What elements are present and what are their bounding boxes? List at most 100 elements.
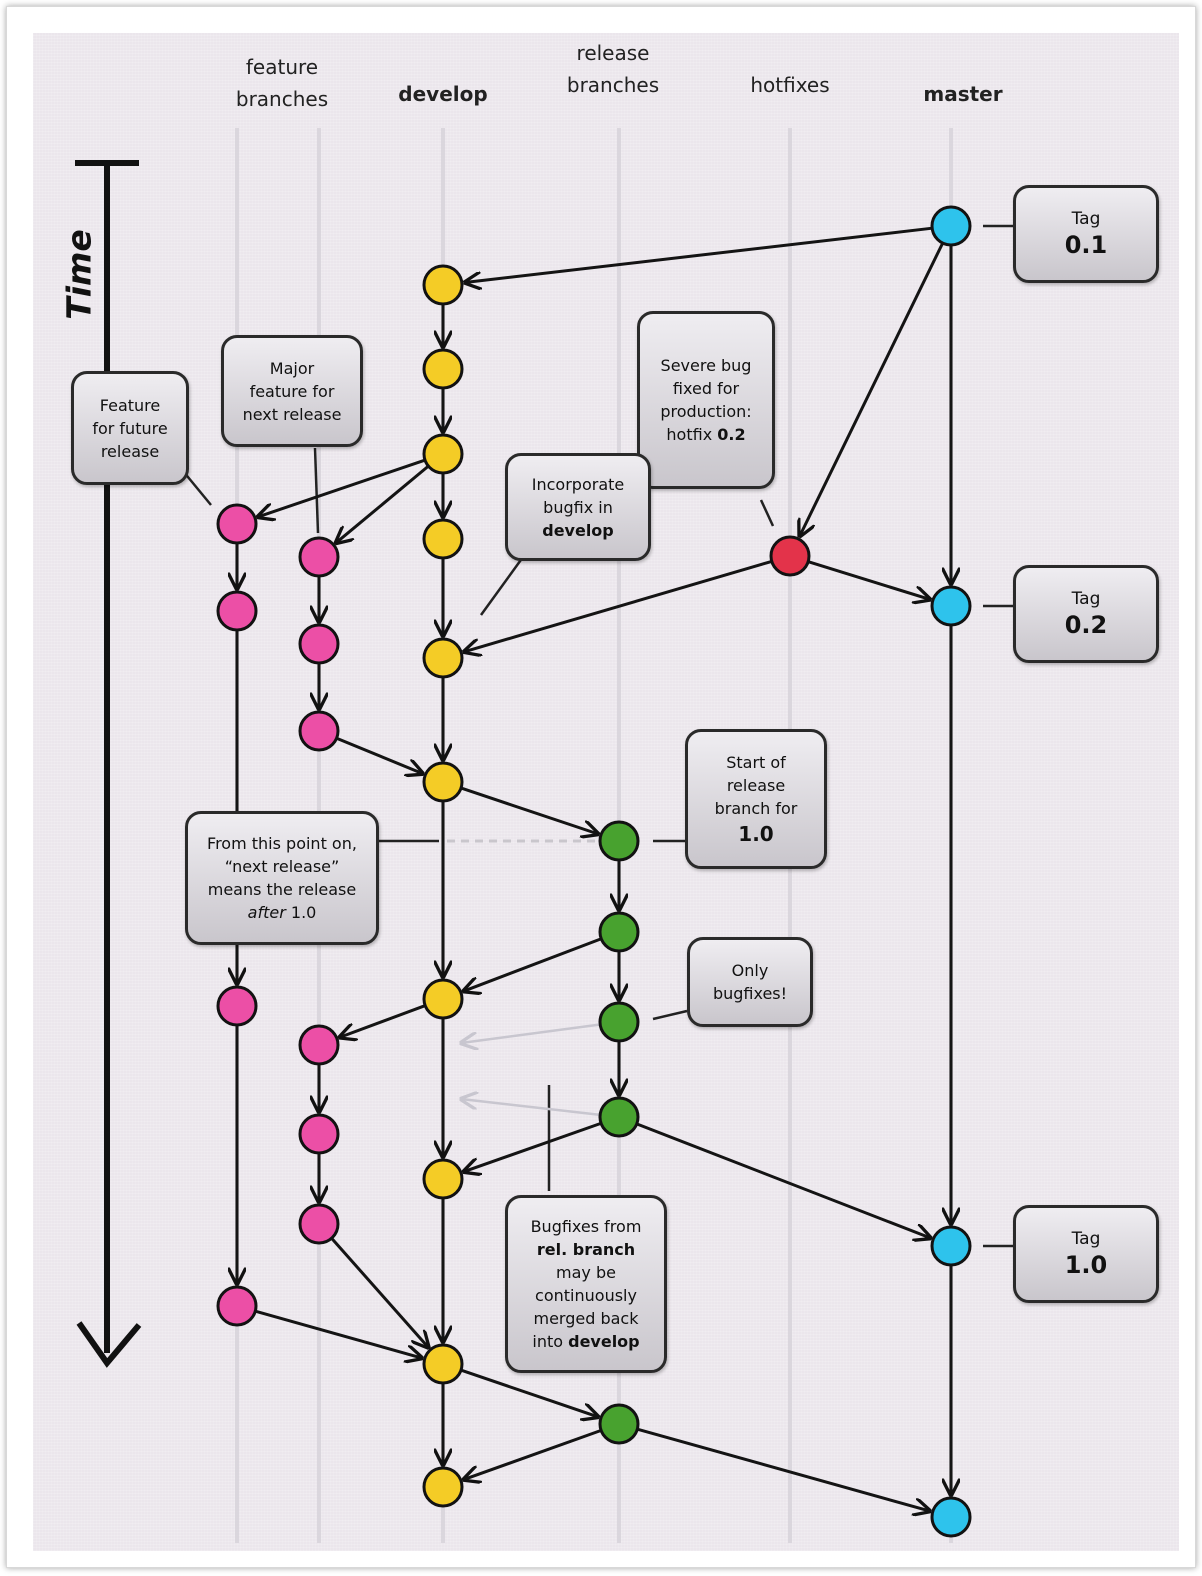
feature-commit bbox=[216, 503, 258, 545]
callout-major-feature-line-1: Major bbox=[269, 358, 315, 378]
time-axis-label: Time bbox=[59, 229, 99, 320]
feature-commit bbox=[216, 1285, 258, 1327]
callout-severe-bug: Severe bug fixed for production: hotfix … bbox=[637, 311, 775, 489]
callout-only-bugfixes-line-1: Only bbox=[731, 961, 769, 980]
lane-label-hotfixes: hotfixes bbox=[750, 73, 830, 97]
master-commit bbox=[930, 1496, 972, 1538]
feature-commit bbox=[298, 1113, 340, 1155]
callout-bugfixes-rel-line-1: Bugfixes from bbox=[530, 1217, 642, 1236]
callout-bugfixes-from-release: Bugfixes from rel. branch may be continu… bbox=[505, 1195, 667, 1373]
tag-0-2-caption: Tag bbox=[1071, 589, 1101, 609]
feature-commit bbox=[298, 623, 340, 665]
develop-commit bbox=[422, 1466, 464, 1508]
feature-commit bbox=[216, 590, 258, 632]
callout-next-release-line-2: “next release” bbox=[224, 857, 340, 876]
feature-commit bbox=[216, 985, 258, 1027]
callout-bugfixes-rel-develop: develop bbox=[568, 1332, 640, 1351]
develop-commit bbox=[422, 348, 464, 390]
lane-label-feature-branches: feature branches bbox=[235, 55, 329, 111]
tag-1-0-callout: Tag 1.0 bbox=[1013, 1205, 1159, 1303]
commit-edge-r5-d10 bbox=[464, 1429, 601, 1480]
callout-bugfixes-rel-into: into bbox=[532, 1332, 569, 1351]
time-axis-arrowhead bbox=[76, 1321, 142, 1368]
release-commit bbox=[598, 820, 640, 862]
feature-commit bbox=[298, 1203, 340, 1245]
lane-label-master: master bbox=[923, 82, 1003, 106]
diagram-canvas: feature branches develop release branche… bbox=[33, 33, 1179, 1551]
commit-edge-m1-h1 bbox=[800, 243, 944, 536]
callout-feature-future-line-3: release bbox=[100, 441, 160, 461]
callout-feature-future-release: Feature for future release bbox=[71, 371, 189, 485]
faint-merge-edge bbox=[461, 1023, 600, 1043]
release-commit bbox=[598, 1001, 640, 1043]
callout-incorporate-line-2: bugfix in bbox=[543, 497, 613, 517]
callout-next-release-version: 1.0 bbox=[285, 903, 317, 922]
commit-edge-d6-r1 bbox=[461, 786, 598, 834]
git-flow-diagram bbox=[75, 128, 1013, 1543]
master-commit bbox=[930, 1225, 972, 1267]
release-commit bbox=[598, 1096, 640, 1138]
lane-label-release-branches: release branches bbox=[566, 41, 660, 97]
develop-commit bbox=[422, 978, 464, 1020]
develop-commit bbox=[422, 433, 464, 475]
tag-0-1-version: 0.1 bbox=[1064, 231, 1108, 259]
commit-edge-h1-m2 bbox=[808, 560, 930, 600]
callout-feature-future-line-2: for future bbox=[92, 418, 168, 438]
time-axis bbox=[75, 160, 142, 1368]
tag-0-1-callout: Tag 0.1 bbox=[1013, 185, 1159, 283]
callout-major-feature-line-2: feature for bbox=[249, 381, 335, 401]
callout-next-release-line-4: after 1.0 bbox=[248, 901, 317, 924]
master-commit bbox=[930, 205, 972, 247]
commit-edge-d9-r5 bbox=[461, 1369, 598, 1416]
callout-start-release-line-1: Start of bbox=[726, 752, 786, 772]
tag-0-2-version: 0.2 bbox=[1064, 611, 1108, 639]
tag-0-1-caption: Tag bbox=[1071, 209, 1101, 229]
callout-next-release-line-1: From this point on, bbox=[207, 834, 357, 853]
callout-only-bugfixes-line-2: bugfixes! bbox=[712, 984, 788, 1003]
feature-commit bbox=[298, 1024, 340, 1066]
tail-incorporate bbox=[479, 556, 525, 616]
commit-edge-h1-d5 bbox=[464, 560, 772, 652]
callout-tails bbox=[182, 224, 1013, 1248]
master-commit bbox=[930, 585, 972, 627]
develop-commit bbox=[422, 761, 464, 803]
callout-severe-bug-version: 0.2 bbox=[717, 425, 746, 444]
commit-edges bbox=[237, 226, 951, 1511]
tag-1-0-caption: Tag bbox=[1071, 1229, 1101, 1249]
tail-severe-bug bbox=[759, 499, 775, 527]
callout-start-release-branch: Start of release branch for 1.0 bbox=[685, 729, 827, 869]
tail-major-feature bbox=[313, 447, 320, 534]
callout-bugfixes-rel-line-3: may be bbox=[556, 1263, 616, 1282]
feature-commit bbox=[298, 710, 340, 752]
develop-commit bbox=[422, 1343, 464, 1385]
callout-next-release-after: after bbox=[247, 903, 286, 922]
callout-feature-future-line-1: Feature bbox=[99, 395, 161, 415]
commit-edge-d3-fb1 bbox=[336, 465, 429, 543]
callout-next-release-line-3: means the release bbox=[207, 880, 357, 899]
develop-commit bbox=[422, 637, 464, 679]
tail-feature-future bbox=[182, 470, 212, 506]
callout-start-release-line-2: release bbox=[726, 775, 786, 795]
callout-incorporate-bugfix: Incorporate bugfix in develop bbox=[505, 453, 651, 561]
release-commit bbox=[598, 1403, 640, 1445]
callout-severe-bug-line-2: fixed for bbox=[672, 379, 740, 398]
lane-label-develop: develop bbox=[398, 82, 488, 106]
release-commit bbox=[598, 911, 640, 953]
commit-edge-r4-m3 bbox=[637, 1122, 931, 1238]
feature-commit bbox=[298, 536, 340, 578]
commit-edge-r5-m4 bbox=[637, 1427, 930, 1511]
tail-only-bugfixes bbox=[652, 1009, 688, 1021]
diagram-frame: feature branches develop release branche… bbox=[6, 6, 1196, 1568]
commit-edge-d7-fb4 bbox=[340, 1004, 425, 1037]
develop-commit bbox=[422, 1158, 464, 1200]
callout-bugfixes-rel-line-6: into develop bbox=[532, 1330, 639, 1353]
commit-edge-fb3-d6 bbox=[336, 737, 422, 774]
faint-merge-edge bbox=[461, 1099, 600, 1116]
commit-edge-r4-d8 bbox=[464, 1122, 601, 1172]
commit-nodes bbox=[216, 205, 972, 1538]
tag-1-0-version: 1.0 bbox=[1064, 1251, 1108, 1279]
tag-0-2-callout: Tag 0.2 bbox=[1013, 565, 1159, 663]
callout-bugfixes-rel-line-4: continuously bbox=[535, 1286, 637, 1305]
develop-commit bbox=[422, 264, 464, 306]
develop-commit bbox=[422, 518, 464, 560]
